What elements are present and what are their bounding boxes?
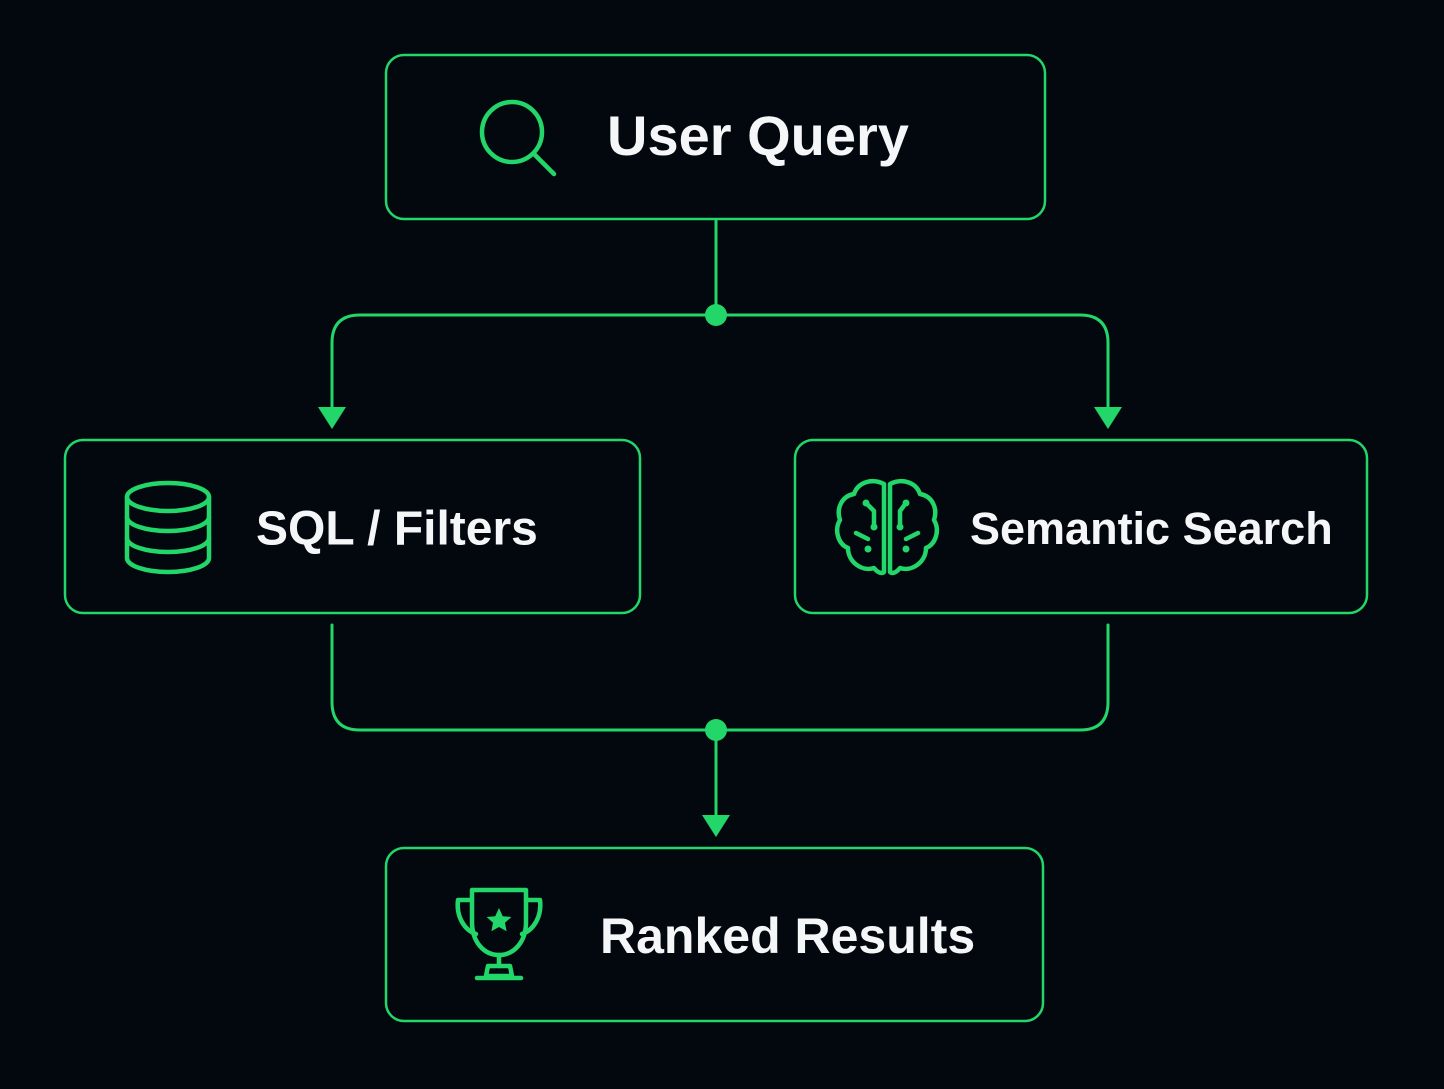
trophy-icon [455, 887, 543, 981]
edge-split-to-semantic-search [714, 313, 1110, 412]
edge-sql-filters-to-merge [330, 623, 718, 732]
merge-junction [705, 719, 727, 741]
node-semantic-search-label: Semantic Search [970, 503, 1333, 554]
brain-icon [835, 479, 939, 576]
node-ranked-results-box [384, 846, 1045, 1023]
connectors [318, 219, 1122, 837]
edge-split-to-sql-filters [330, 313, 718, 412]
node-sql-filters-label: SQL / Filters [256, 503, 538, 556]
node-semantic-search-box [793, 438, 1369, 615]
node-sql-filters: SQL / Filters [63, 438, 642, 615]
edge-semantic-search-to-merge [714, 623, 1110, 732]
node-user-query-box [384, 53, 1047, 221]
arrowhead-ranked-results [702, 815, 730, 837]
database-icon [124, 480, 212, 575]
node-user-query: User Query [384, 53, 1047, 221]
arrowhead-sql-filters [318, 407, 346, 429]
node-semantic-search: Semantic Search [793, 438, 1369, 615]
node-sql-filters-box [63, 438, 642, 615]
node-user-query-label: User Query [607, 104, 909, 167]
split-junction [705, 304, 727, 326]
search-icon [479, 99, 557, 177]
arrowhead-semantic-search [1094, 407, 1122, 429]
node-ranked-results-label: Ranked Results [600, 908, 975, 964]
node-ranked-results: Ranked Results [384, 846, 1045, 1023]
